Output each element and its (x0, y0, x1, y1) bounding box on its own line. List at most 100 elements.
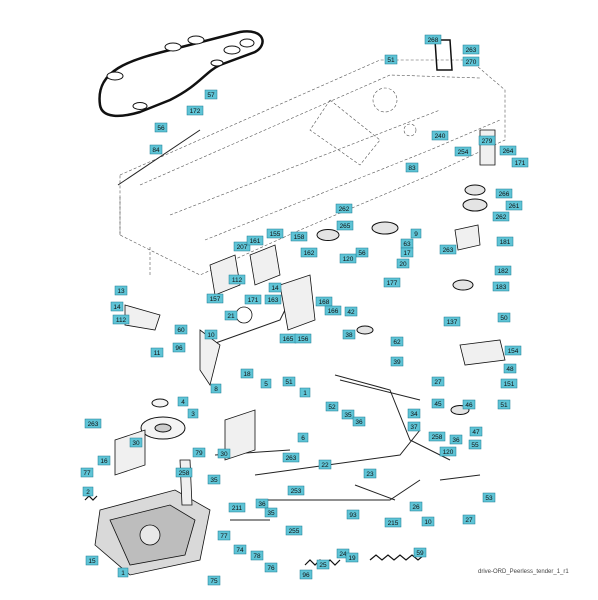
callout-box-c76 (264, 562, 278, 573)
callout-c48: 48 (506, 366, 514, 373)
callout-box-c79 (192, 447, 206, 458)
callout-box-c36b (449, 434, 463, 445)
callout-box-c50 (497, 312, 511, 323)
callout-box-c156 (294, 333, 312, 344)
callout-box-c264 (499, 145, 517, 156)
callout-box-c35b (207, 474, 221, 485)
callout-c36c: 36 (258, 501, 266, 508)
callout-c21: 21 (227, 313, 235, 320)
callout-c13: 13 (117, 288, 125, 295)
callout-box-c263b (439, 244, 457, 255)
callout-box-c168 (315, 296, 333, 307)
callout-box-c207 (233, 241, 251, 252)
callout-c258b: 258 (179, 470, 190, 477)
callout-c183: 183 (496, 284, 507, 291)
callout-box-c34 (407, 408, 421, 419)
callout-c96a: 96 (175, 345, 183, 352)
callout-c255: 255 (289, 528, 300, 535)
callout-box-c183 (492, 281, 510, 292)
callout-c51b: 51 (285, 379, 293, 386)
callout-c19: 19 (348, 555, 356, 562)
callout-box-c21 (224, 310, 238, 321)
callout-c264: 264 (503, 148, 514, 155)
callout-box-c13 (114, 285, 128, 296)
callout-box-c163 (264, 294, 282, 305)
callout-c9: 9 (414, 231, 418, 238)
callout-box-c137 (443, 316, 461, 327)
callout-box-c263d (282, 452, 300, 463)
callout-c24: 24 (339, 551, 347, 558)
callout-c262b: 262 (339, 206, 350, 213)
callout-c50: 50 (500, 315, 508, 322)
callout-box-c1b (117, 567, 129, 578)
callout-box-c11 (150, 347, 164, 358)
callout-box-c263a (462, 44, 480, 55)
callout-c37: 37 (410, 424, 418, 431)
callout-box-c15 (85, 555, 99, 566)
callout-box-c56 (154, 122, 168, 133)
callout-box-c172 (186, 105, 204, 116)
callout-box-c9 (410, 228, 422, 239)
clutch-pulleys (316, 184, 488, 415)
callout-box-c48 (503, 363, 517, 374)
callout-box-c22 (318, 459, 332, 470)
callout-box-c47 (469, 426, 483, 437)
callout-c35c: 35 (267, 510, 275, 517)
callout-box-c14a (268, 282, 282, 293)
callout-c96b: 96 (302, 572, 310, 579)
brackets (114, 129, 506, 506)
callout-c263d: 263 (286, 455, 297, 462)
callout-c51a: 51 (387, 57, 395, 64)
callout-box-c20 (396, 258, 410, 269)
callout-c171a: 171 (515, 160, 526, 167)
callout-c168: 168 (319, 299, 330, 306)
callout-box-c10b (421, 516, 435, 527)
callout-c79: 79 (195, 450, 203, 457)
callout-c5: 5 (264, 381, 268, 388)
callout-c23: 23 (366, 471, 374, 478)
callout-c8: 8 (214, 386, 218, 393)
callout-box-c2 (82, 486, 94, 497)
callout-box-c10 (204, 329, 218, 340)
callout-c30b: 30 (220, 451, 228, 458)
callout-box-c26 (409, 501, 423, 512)
callout-c62: 62 (393, 339, 401, 346)
callout-c59: 59 (416, 550, 424, 557)
callout-box-c84 (149, 144, 163, 155)
callout-c161: 161 (250, 238, 261, 245)
callout-box-c155 (266, 228, 284, 239)
callout-box-c151 (500, 378, 518, 389)
callout-c171b: 171 (248, 297, 259, 304)
callout-box-c112a (228, 274, 246, 285)
callout-box-c253 (287, 485, 305, 496)
callout-box-c154 (504, 345, 522, 356)
callout-box-c56b (355, 247, 369, 258)
callout-box-c35c (264, 507, 278, 518)
callout-c2: 2 (86, 489, 90, 496)
callout-c155: 155 (270, 231, 281, 238)
callout-c211: 211 (232, 505, 243, 512)
callout-box-c77 (80, 467, 94, 478)
callout-c177: 177 (387, 280, 398, 287)
callout-c14b: 14 (113, 304, 121, 311)
callout-c263a: 263 (466, 47, 477, 54)
callout-box-c51b (282, 376, 296, 387)
callout-c51c: 51 (500, 402, 508, 409)
callout-box-c23 (363, 468, 377, 479)
callout-box-c75 (207, 575, 221, 586)
callout-box-c46 (462, 399, 476, 410)
callout-box-c262a (492, 211, 510, 222)
callout-c93: 93 (349, 512, 357, 519)
callout-c27b: 27 (465, 517, 473, 524)
callout-box-c78 (250, 550, 264, 561)
callout-c75: 75 (210, 578, 218, 585)
callout-box-c30 (129, 437, 143, 448)
callout-c14a: 14 (271, 285, 279, 292)
diagram-caption: drive-ORD_Peerless_tender_1_r1 (478, 569, 569, 575)
callout-box-c3 (187, 408, 199, 419)
callout-box-c45 (431, 398, 445, 409)
drive-belt (98, 30, 264, 118)
callout-c16: 16 (100, 458, 108, 465)
callout-box-c51a (384, 54, 398, 65)
